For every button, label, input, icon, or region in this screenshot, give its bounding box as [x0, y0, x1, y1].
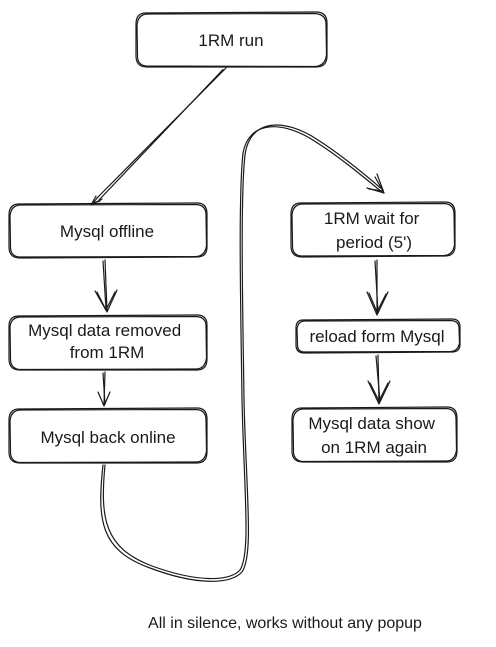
arrow-reload-to-show-again [367, 354, 391, 405]
arrow-run-to-offline [90, 67, 227, 206]
node-1rm-wait-label: 1RM wait for period (5') [324, 209, 424, 252]
node-mysql-data-removed: Mysql data removed from 1RM [8, 314, 208, 371]
arrow-wait-to-reload [366, 259, 389, 316]
arrow-offline-to-removed [94, 259, 118, 313]
node-mysql-data-show-again: Mysql data show on 1RM again [291, 406, 458, 463]
node-mysql-back-online: Mysql back online [8, 407, 208, 464]
node-mysql-offline-label: Mysql offline [60, 222, 154, 241]
node-1rm-wait: 1RM wait for period (5') [290, 201, 456, 258]
node-reload-form-mysql-label: reload form Mysql [309, 327, 444, 346]
node-mysql-data-removed-label: Mysql data removed from 1RM [28, 321, 186, 362]
node-1rm-run-label: 1RM run [198, 31, 263, 50]
node-mysql-back-online-label: Mysql back online [40, 428, 175, 447]
node-1rm-run: 1RM run [135, 11, 328, 68]
node-mysql-offline: Mysql offline [8, 202, 208, 259]
node-reload-form-mysql: reload form Mysql [295, 318, 461, 354]
arrow-removed-to-back-online [97, 371, 111, 407]
node-mysql-data-show-again-label: Mysql data show on 1RM again [308, 414, 439, 457]
arrow-back-online-to-wait [100, 124, 385, 582]
diagram-caption: All in silence, works without any popup [148, 615, 422, 632]
